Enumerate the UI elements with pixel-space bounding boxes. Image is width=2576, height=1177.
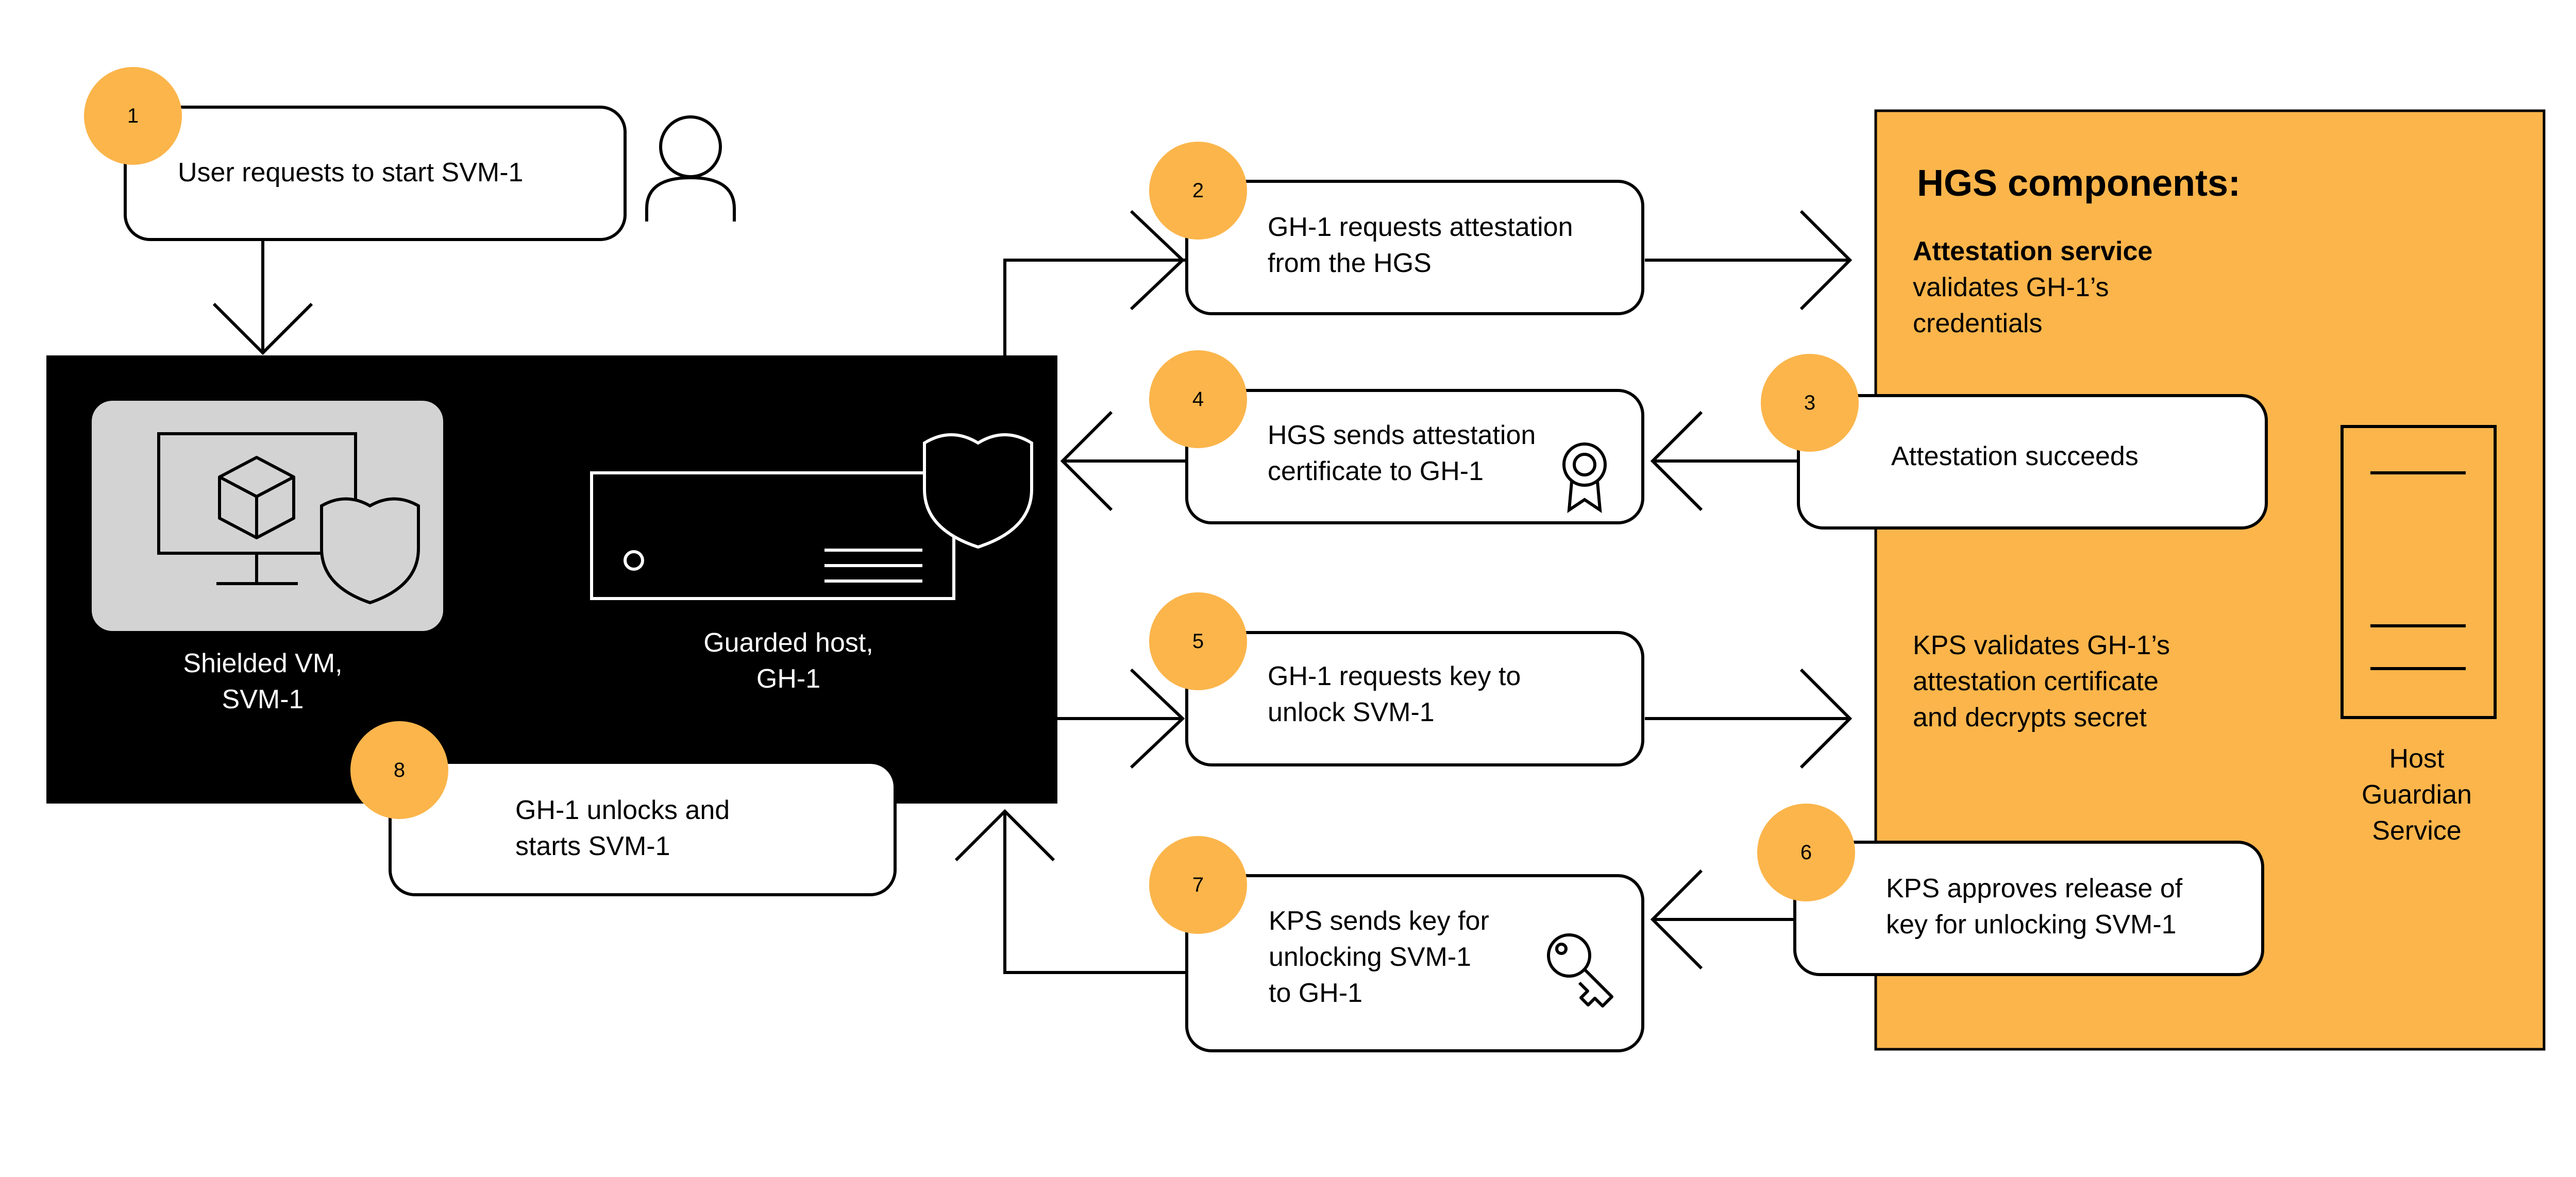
step-8-number: 8 — [394, 759, 405, 781]
step-1-number: 1 — [127, 105, 139, 127]
step-6-text-line-2: key for unlocking SVM-1 — [1886, 910, 2177, 940]
host-shield-icon — [923, 433, 1033, 549]
vm-label-line-1: Shielded VM, — [183, 649, 342, 678]
arrowhead-10 — [454, 631, 526, 704]
arrowhead-5 — [1060, 411, 1113, 511]
host-label-line-1: Guarded host, — [703, 628, 873, 658]
step-7-box — [1185, 874, 1644, 1052]
step-2-badge — [1149, 142, 1247, 240]
step-4-text-line-2: certificate to GH-1 — [1268, 456, 1484, 486]
kps-desc-line-3: and decrypts secret — [1913, 703, 2147, 732]
server-label-line-3: Service — [2372, 816, 2461, 846]
step-3-badge — [1761, 354, 1859, 452]
step-1-text: User requests to start SVM-1 — [178, 158, 523, 187]
arrowhead-9 — [954, 809, 1055, 862]
kps-desc-line-2: attestation certificate — [1913, 667, 2159, 696]
step-2-number: 2 — [1192, 179, 1204, 202]
host-label-line-2: GH-1 — [756, 664, 820, 694]
connector-host-2 — [1003, 259, 1185, 355]
attestation-service-label: Attestation service — [1913, 236, 2152, 266]
step-5-badge — [1149, 592, 1247, 690]
step-8-badge — [350, 721, 448, 819]
step-7-text-line-1: KPS sends key for — [1269, 906, 1489, 936]
arrowhead-3 — [1799, 210, 1853, 311]
step-7-badge — [1149, 836, 1247, 934]
step-2-text-line-1: GH-1 requests attestation — [1268, 212, 1573, 242]
connector-8-vm — [455, 632, 566, 765]
hgs-title: HGS components: — [1917, 163, 2241, 204]
step-6-badge — [1757, 804, 1855, 901]
step-5-number: 5 — [1192, 630, 1204, 653]
monitor-icon — [157, 432, 357, 585]
step-1-box — [124, 106, 627, 241]
server-icon — [2341, 425, 2497, 719]
arrowhead-2 — [1130, 210, 1185, 311]
step-7-number: 7 — [1192, 874, 1204, 896]
step-6-box — [1793, 841, 2264, 976]
step-7-text-line-2: unlocking SVM-1 — [1269, 942, 1471, 972]
arrowhead-8 — [1650, 869, 1703, 970]
vm-label-line-2: SVM-1 — [222, 685, 304, 714]
step-5-text-line-2: unlock SVM-1 — [1268, 697, 1435, 727]
step-2-text-line-2: from the HGS — [1268, 248, 1432, 278]
cube-icon — [218, 456, 295, 539]
step-6-number: 6 — [1800, 841, 1812, 864]
attestation-desc-line-1: validates GH-1’s — [1913, 272, 2109, 302]
attestation-desc-line-2: credentials — [1913, 309, 2042, 338]
step-1-badge — [84, 67, 182, 165]
user-icon — [645, 115, 736, 221]
step-8-text-line-2: starts SVM-1 — [515, 831, 670, 861]
kps-desc-line-1: KPS validates GH-1’s — [1913, 630, 2170, 660]
arrowhead-1 — [212, 302, 313, 355]
step-8-box — [389, 761, 897, 896]
certificate-icon — [1562, 442, 1607, 513]
connector-7-host — [1003, 811, 1185, 974]
step-8-text-line-1: GH-1 unlocks and — [515, 795, 730, 825]
step-4-text-line-1: HGS sends attestation — [1268, 420, 1536, 450]
server-label-line-2: Guardian — [2362, 780, 2472, 810]
step-4-number: 4 — [1192, 388, 1204, 411]
step-6-text-line-1: KPS approves release of — [1886, 874, 2183, 903]
arrowhead-4 — [1650, 411, 1703, 511]
step-3-number: 3 — [1804, 391, 1815, 414]
step-3-box — [1797, 394, 2268, 530]
arrowhead-6 — [1130, 668, 1185, 769]
step-5-box — [1185, 631, 1644, 766]
shield-icon — [320, 497, 420, 605]
key-icon — [1547, 933, 1613, 1008]
step-4-box — [1185, 389, 1644, 524]
server-label-line-1: Host — [2389, 744, 2445, 774]
step-3-text: Attestation succeeds — [1891, 441, 2139, 471]
step-2-box — [1185, 180, 1644, 315]
step-5-text-line-1: GH-1 requests key to — [1268, 661, 1521, 691]
step-4-badge — [1149, 350, 1247, 448]
step-7-text-line-3: to GH-1 — [1269, 978, 1362, 1008]
arrowhead-7 — [1799, 668, 1853, 769]
